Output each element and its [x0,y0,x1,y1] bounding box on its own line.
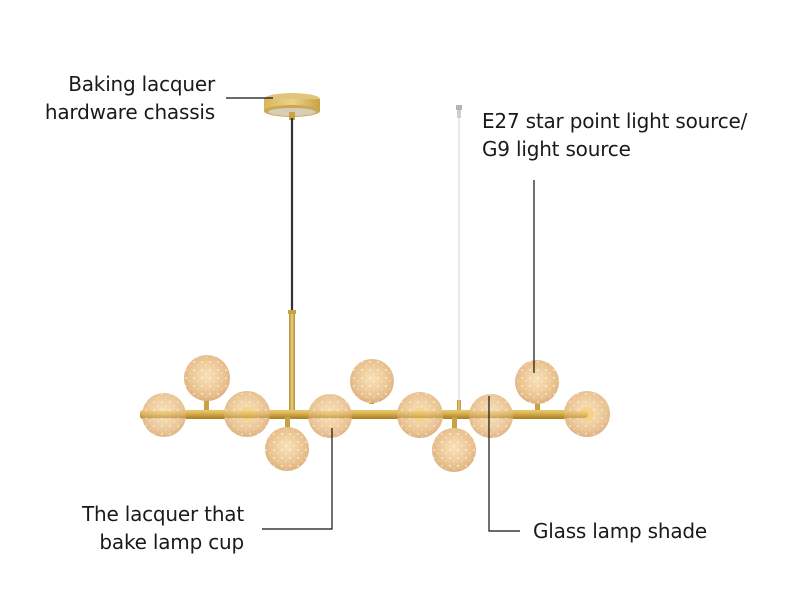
label-chassis: Baking lacquer hardware chassis [40,70,215,126]
label-chassis-line2: hardware chassis [44,100,215,124]
down-rod [289,310,295,412]
leader-glass-shade [488,396,520,532]
label-glass-shade: Glass lamp shade [533,517,707,545]
leader-lines [226,97,535,532]
ceiling-canopy [264,93,320,120]
label-glass-shade-line1: Glass lamp shade [533,519,708,543]
label-light-source-line2: G9 light source [482,137,631,161]
label-light-source: E27 star point light source/ G9 light so… [482,107,747,163]
globes-lower [265,417,476,472]
label-chassis-line1: Baking lacquer [68,72,215,96]
label-light-source-line1: E27 star point light source/ [482,109,748,133]
leader-lamp-cup [262,428,333,530]
label-lamp-cup: The lacquer that bake lamp cup [40,500,244,556]
label-lamp-cup-line1: The lacquer that [81,502,244,526]
support-wire [456,105,462,412]
globes-upper [184,355,559,412]
globes-on-bar [140,391,610,438]
label-lamp-cup-line2: bake lamp cup [99,530,244,554]
